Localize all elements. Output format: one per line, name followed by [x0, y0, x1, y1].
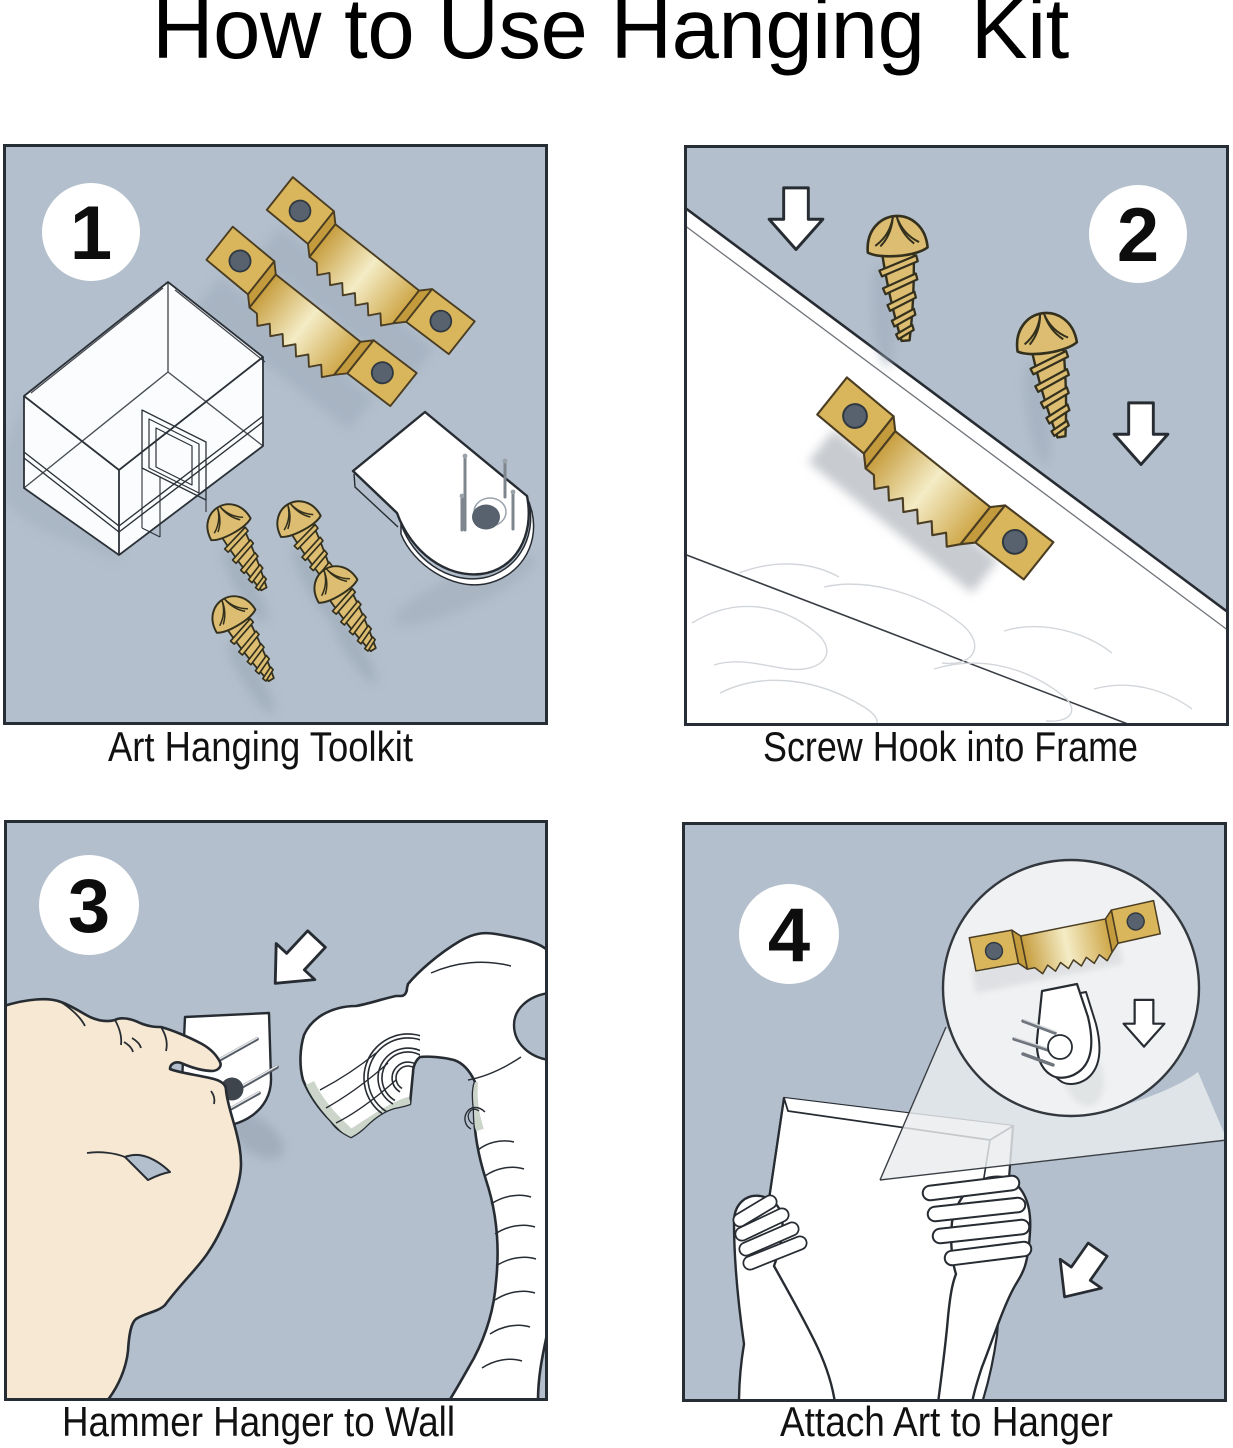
- svg-text:3: 3: [68, 864, 110, 949]
- svg-text:1: 1: [70, 191, 112, 276]
- svg-text:4: 4: [768, 893, 810, 978]
- svg-text:2: 2: [1117, 193, 1159, 278]
